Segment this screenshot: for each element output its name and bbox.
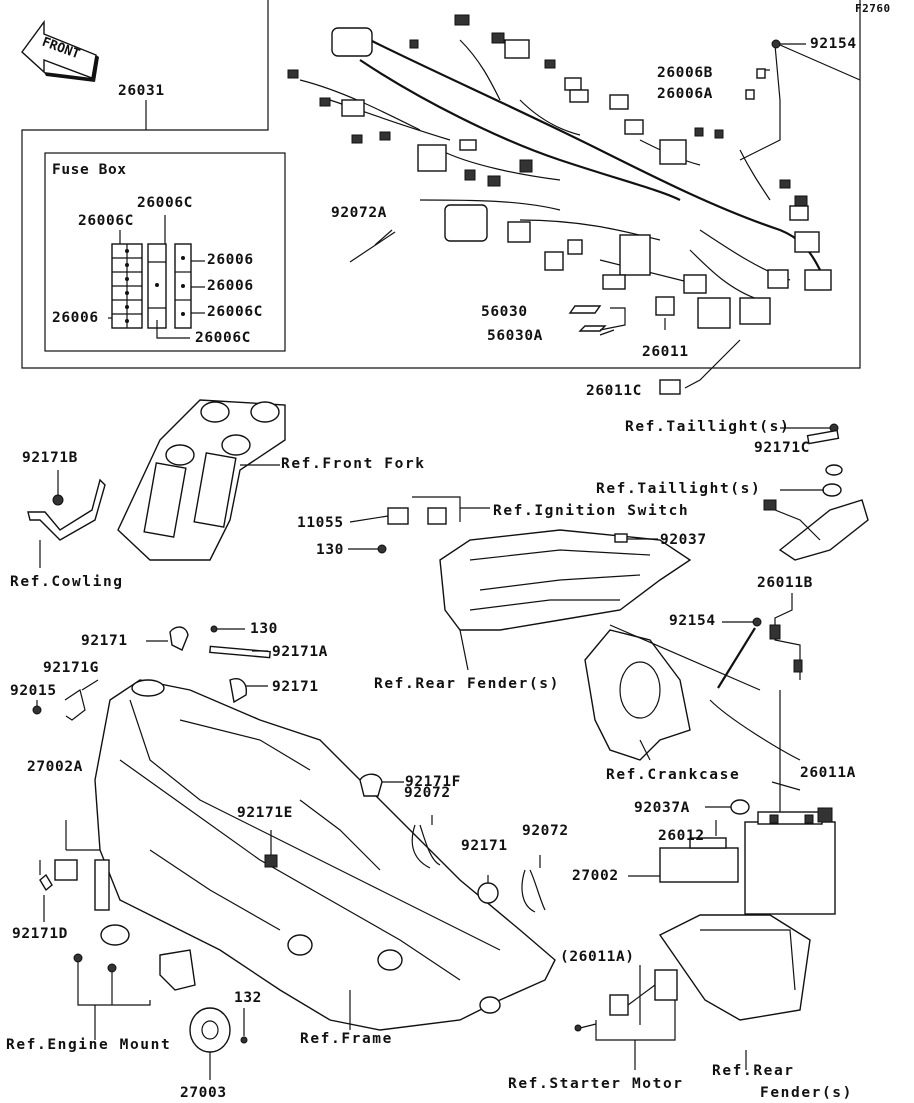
label-26031: 26031 [118,83,165,99]
ref-crankcase: Ref.Crankcase [606,767,741,783]
label-26011: 26011 [642,344,689,360]
ref-engine-mount: Ref.Engine Mount [6,1037,172,1053]
horn [189,1007,231,1053]
label-fb-26006-a: 26006 [207,252,254,268]
label-130-b: 130 [250,621,278,637]
fuse-box-panel [44,152,286,352]
label-92171-a: 92171 [81,633,128,649]
label-26011A: 26011A [800,765,856,781]
label-92171A: 92171A [272,644,328,660]
main-wiring-harness [287,14,861,395]
label-26011A-paren: (26011A) [560,949,635,965]
rear-fender-tray [348,496,692,671]
ecu [659,847,739,883]
harness-boot [331,27,373,57]
engine-mount-and-horn [73,949,248,1080]
label-27002A: 27002A [27,759,83,775]
fuse-box-on-harness [619,234,651,276]
label-92154-mid: 92154 [669,613,716,629]
label-11055: 11055 [297,515,344,531]
label-fb-26006C-b: 26006C [78,213,134,229]
label-92171-c: 92171 [461,838,508,854]
label-56030A: 56030A [487,328,543,344]
ref-rear-fender-2b: Fender(s) [760,1085,853,1101]
motorcycle-frame [94,679,556,1031]
label-fb-26006C-a: 26006C [137,195,193,211]
figure-code: F2760 [855,2,891,15]
label-92171B: 92171B [22,450,78,466]
label-27002: 27002 [572,868,619,884]
label-56030: 56030 [481,304,528,320]
label-92171G: 92171G [43,660,99,676]
ref-taillight-1: Ref.Taillight(s) [625,419,791,435]
label-92072-a: 92072 [404,785,451,801]
label-26006A: 26006A [657,86,713,102]
fuse-box-title: Fuse Box [52,162,127,178]
label-fb-26006C-c: 26006C [207,304,263,320]
label-26006B: 26006B [657,65,713,81]
ref-front-fork: Ref.Front Fork [281,456,426,472]
label-92171C: 92171C [754,440,810,456]
cowling-bracket [27,470,106,568]
taillight-assembly [763,423,869,561]
label-92171D: 92171D [12,926,68,942]
ref-ignition-switch: Ref.Ignition Switch [493,503,690,519]
ref-starter-motor: Ref.Starter Motor [508,1076,684,1092]
label-fb-26006-c: 26006 [52,310,99,326]
front-fork-bracket [117,399,286,561]
label-26012: 26012 [658,828,705,844]
label-92072-b: 92072 [522,823,569,839]
crankcase-cover [584,624,761,761]
label-26011B: 26011B [757,575,813,591]
fuse-block-left [111,243,192,329]
label-92037: 92037 [660,532,707,548]
battery-and-ecu [574,593,836,1070]
label-92015: 92015 [10,683,57,699]
harness-callout-box [21,0,861,369]
ref-rear-fender-1: Ref.Rear Fender(s) [374,676,560,692]
label-92171-b: 92171 [272,679,319,695]
label-92171F: 92171F [405,774,461,790]
ref-cowling: Ref.Cowling [10,574,124,590]
battery [744,821,836,915]
label-92072A: 92072A [331,205,387,221]
ref-rear-fender-2a: Ref.Rear [712,1063,795,1079]
label-27003: 27003 [180,1085,227,1101]
ref-frame: Ref.Frame [300,1031,393,1047]
frame-clamps [32,625,546,922]
label-92154-top: 92154 [810,36,857,52]
label-26011C: 26011C [586,383,642,399]
label-130-a: 130 [316,542,344,558]
label-132: 132 [234,990,262,1006]
front-arrow-icon: FRONT [21,19,99,82]
label-92037A: 92037A [634,800,690,816]
label-92171E: 92171E [237,805,293,821]
label-fb-26006C-d: 26006C [195,330,251,346]
label-fb-26006-b: 26006 [207,278,254,294]
ref-taillight-2: Ref.Taillight(s) [596,481,762,497]
